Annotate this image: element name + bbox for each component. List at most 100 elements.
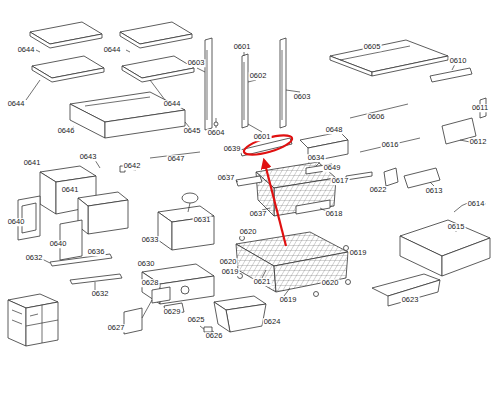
callout-number: 0640	[49, 240, 68, 248]
shelf-bracket	[384, 168, 398, 186]
small-bin	[200, 326, 214, 332]
callout-number: 0647	[167, 155, 186, 163]
callout-number: 0621	[253, 278, 272, 286]
callout-number: 0619	[349, 249, 368, 257]
callout-number: 0637	[249, 210, 268, 218]
callout-number: 0620	[219, 258, 238, 266]
callout-number: 0641	[61, 186, 80, 194]
callout-number: 0649	[323, 164, 342, 172]
slide-rail	[70, 274, 122, 284]
shelf-rail	[350, 64, 480, 152]
pantry-drawer	[182, 193, 198, 203]
pantry-drawer	[158, 193, 214, 250]
refrigerator-icon	[12, 305, 58, 343]
callout-number: 0613	[425, 187, 444, 195]
wire-basket	[240, 236, 245, 241]
refrigerator-icon	[8, 300, 26, 346]
door-bin	[388, 280, 440, 306]
drawer	[66, 92, 190, 138]
shelf-bracket	[430, 140, 486, 212]
slide-rail	[40, 258, 95, 290]
shelf-rail	[350, 64, 486, 152]
door-shelf	[32, 66, 104, 82]
callout-number: 0645	[183, 127, 202, 135]
callout-number: 0603	[293, 93, 312, 101]
shelf-ladder	[214, 122, 218, 126]
glass-shelf	[372, 56, 448, 76]
door-shelf	[26, 22, 194, 100]
slide-rail	[50, 254, 112, 266]
callout-number: 0606	[367, 113, 386, 121]
callout-number: 0619	[221, 268, 240, 276]
callout-number: 0604	[207, 129, 226, 137]
callout-number: 0612	[469, 138, 488, 146]
callout-number: 0620	[239, 228, 258, 236]
callout-number: 0634	[307, 154, 326, 162]
shelf-ladder	[197, 38, 300, 132]
control-parts	[152, 287, 170, 303]
control-parts	[124, 287, 184, 334]
shelf-ladder	[242, 54, 248, 128]
callout-number: 0628	[141, 279, 160, 287]
callout-number: 0644	[103, 46, 122, 54]
callout-number: 0605	[363, 43, 382, 51]
drawer-housing	[181, 286, 189, 294]
callout-number: 0627	[107, 324, 126, 332]
control-parts	[142, 300, 152, 318]
callout-number: 0644	[163, 100, 182, 108]
callout-number: 0644	[7, 100, 26, 108]
door-shelf	[122, 66, 194, 82]
shelf-bracket	[404, 118, 486, 212]
pantry-drawer	[158, 212, 172, 250]
callout-number: 0625	[187, 316, 206, 324]
glass-shelf	[330, 40, 448, 72]
callout-number: 0636	[87, 248, 106, 256]
wire-basket	[236, 244, 276, 292]
door-bin	[442, 238, 490, 276]
callout-number: 0644	[17, 46, 36, 54]
callout-number: 0630	[137, 260, 156, 268]
wire-basket	[236, 176, 262, 186]
highlight-callout	[264, 160, 286, 246]
drawer	[105, 110, 185, 138]
callout-number: 0617	[331, 177, 350, 185]
refrigerator-icon	[8, 294, 58, 346]
highlight-callout	[242, 131, 294, 158]
callout-number: 0637	[217, 174, 236, 182]
callout-number: 0629	[163, 308, 182, 316]
callout-number: 0602	[249, 72, 268, 80]
callout-number: 0641	[23, 159, 42, 167]
callout-number: 0620	[321, 279, 340, 287]
shelf-bracket	[346, 172, 372, 180]
callout-number: 0603	[187, 59, 206, 67]
crisper-drawer	[18, 166, 128, 260]
shelf-ladder	[205, 38, 212, 130]
callout-number: 0646	[57, 127, 76, 135]
crisper-drawer	[40, 172, 56, 214]
wire-basket	[346, 280, 351, 285]
drawer-rail	[95, 152, 200, 170]
door-bin	[372, 220, 490, 306]
control-parts	[124, 308, 142, 334]
glass-shelf	[330, 40, 448, 76]
pantry-drawer	[172, 216, 214, 250]
callout-number: 0623	[401, 296, 420, 304]
glass-shelf	[330, 56, 372, 76]
small-bin	[200, 296, 266, 332]
door-shelf	[30, 32, 102, 48]
callout-number: 0631	[193, 216, 212, 224]
shelf-ladder	[280, 38, 286, 128]
callout-number: 0639	[223, 145, 242, 153]
callout-number: 0601	[253, 133, 272, 141]
callout-number: 0618	[325, 210, 344, 218]
shelf-bracket	[300, 132, 398, 186]
callout-number: 0624	[263, 318, 282, 326]
callout-number: 0616	[381, 141, 400, 149]
door-bin	[400, 236, 442, 276]
shelf-bracket	[404, 168, 440, 188]
callout-number: 0632	[25, 254, 44, 262]
callout-number: 0643	[79, 153, 98, 161]
callout-number: 0648	[325, 126, 344, 134]
